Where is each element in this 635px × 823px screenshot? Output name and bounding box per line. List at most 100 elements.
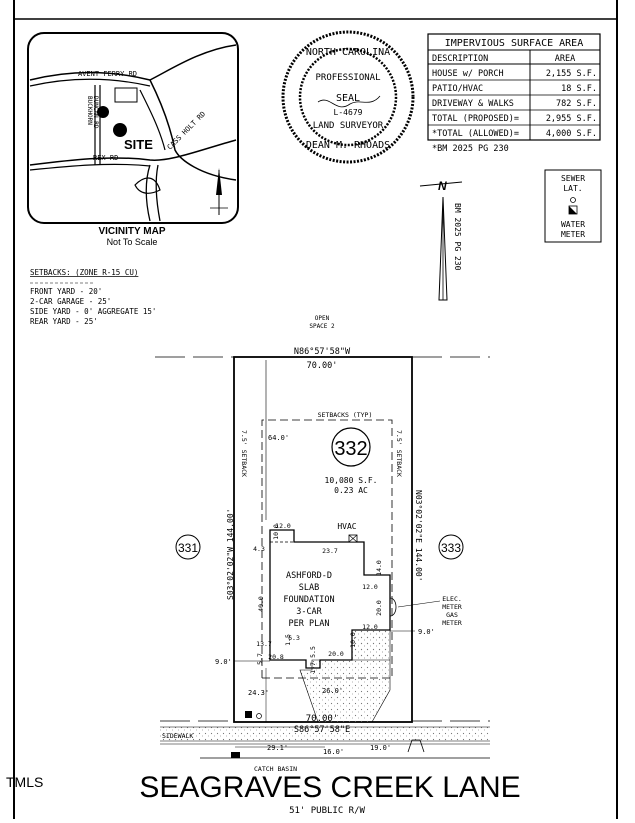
house-dimension: 20.0 — [328, 650, 344, 658]
setback-typ-label: SETBACKS (TYP) — [318, 411, 373, 419]
left-offset-dim: 9.0' — [215, 658, 232, 666]
north-bm-label: BM 2025 PG 230 — [453, 203, 462, 271]
watermark-logo: TMLS — [6, 774, 43, 790]
left-lot-circle — [175, 534, 201, 560]
seal-number: L-4679 — [334, 108, 363, 117]
road-label-duncan: DUNCAN RD — [92, 96, 99, 129]
impervious-row-area: 4,000 S.F. — [546, 129, 597, 139]
vicinity-map: AVENT FERRY RD BUCKHORN DUNCAN RD REX RD… — [27, 32, 239, 247]
lot-acreage: 0.23 AC — [334, 486, 368, 495]
right-side-setback: 7.5' SETBACK — [395, 430, 403, 477]
impervious-row-area: 782 S.F. — [556, 99, 597, 109]
rear-distance: 70.00' — [307, 361, 338, 371]
house-dimension: 6.3 — [288, 634, 300, 642]
plot-plan: OPEN SPACE 2 — [155, 315, 490, 773]
seal-mid-text: PROFESSIONAL — [315, 73, 380, 83]
impervious-row-desc: PATIO/HVAC — [432, 84, 483, 94]
impervious-row-area: 18 S.F. — [561, 84, 597, 94]
rear-yard-dim: 64.0' — [268, 434, 289, 442]
setback-line: REAR YARD - 25' — [30, 317, 98, 326]
utility-legend: SEWER LAT. WATER METER — [544, 169, 602, 243]
lot-area: 10,080 S.F. — [325, 476, 378, 485]
house-dimension: 12.0 — [275, 522, 291, 530]
sewer-icon — [570, 197, 576, 203]
front-distance: 70.00' — [306, 714, 339, 724]
right-lot-number: 333 — [441, 541, 461, 555]
seal-lower-text: LAND SURVEYOR — [313, 121, 384, 131]
hvac-label: HVAC — [337, 522, 356, 531]
impervious-row-desc: TOTAL (PROPOSED)= — [432, 114, 519, 124]
impervious-header-desc: DESCRIPTION — [432, 54, 488, 64]
north-label: N — [438, 179, 447, 193]
seal-center-text: SEAL — [336, 93, 360, 104]
right-of-way: 51' PUBLIC R/W — [289, 806, 365, 816]
street-name: SEAGRAVES CREEK LANE — [139, 771, 520, 804]
house-dimension: 20.0 — [375, 600, 383, 616]
impervious-note: *BM 2025 PG 230 — [432, 144, 509, 154]
house-dimension: 1.7 — [309, 662, 317, 674]
surveyor-seal: NORTH CAROLINA PROFESSIONAL SEAL L-4679 … — [281, 30, 415, 164]
legend-sewer-label: SEWER — [561, 174, 585, 183]
house-dimension: 5.5 — [309, 646, 317, 658]
legend-water-label: WATER — [561, 220, 585, 229]
impervious-row-area: 2,155 S.F. — [546, 69, 597, 79]
impervious-row-area: 2,955 S.F. — [546, 114, 597, 124]
gas-label: GAS — [446, 611, 458, 619]
left-lot-number: 331 — [178, 541, 198, 555]
seal-bottom-text: DEAN M. RHOADS — [306, 140, 390, 151]
sidewalk — [160, 727, 490, 741]
front-setback-dim: 24.3' — [248, 689, 269, 697]
catch-basin-label: CATCH BASIN — [254, 765, 297, 773]
sidewalk-label: SIDEWALK — [162, 732, 193, 740]
site-label: SITE — [124, 137, 153, 152]
lot-number-circle — [331, 427, 371, 467]
bottom-dim-2: 16.0' — [323, 748, 344, 756]
setbacks-note: SETBACKS: (ZONE R-15 CU) FRONT YARD - 20… — [30, 268, 156, 326]
house-label-line: PER PLAN — [289, 619, 330, 629]
impervious-row-desc: HOUSE w/ PORCH — [432, 69, 504, 79]
house-dimension: 12.0 — [362, 623, 378, 631]
rear-bearing: N86°57'58"W — [294, 347, 351, 357]
road-label-avent: AVENT FERRY RD — [78, 70, 137, 78]
bottom-dim-3: 19.0' — [370, 744, 391, 752]
house-dimension: 5.7 — [256, 653, 264, 665]
setback-line: 2-CAR GARAGE - 25' — [30, 297, 111, 306]
house-dimension: 40.0 — [257, 596, 265, 612]
vicinity-frame — [27, 32, 239, 224]
house-label-line: ASHFORD-D — [286, 571, 332, 581]
right-lot-bearing: N03°02'02"E 144.00' — [414, 490, 423, 582]
impervious-title: IMPERVIOUS SURFACE AREA — [445, 38, 583, 49]
impervious-header-area: AREA — [555, 54, 575, 64]
front-sewer-icon — [256, 713, 262, 719]
setback-line: SIDE YARD - 0' AGGREGATE 15' — [30, 307, 156, 316]
front-water-meter-icon — [245, 711, 252, 718]
seal-signature — [317, 95, 381, 108]
impervious-row-desc: *TOTAL (ALLOWED)= — [432, 129, 519, 139]
elec-label: ELEC. — [442, 595, 462, 603]
front-bearing: S86°57'58"E — [294, 725, 350, 735]
catch-basin-icon — [231, 752, 240, 758]
impervious-table: IMPERVIOUS SURFACE AREA DESCRIPTION AREA… — [427, 33, 601, 154]
impervious-rows: HOUSE w/ PORCH 2,155 S.F. PATIO/HVAC 18 S.F… — [432, 69, 597, 139]
impervious-row-desc: DRIVEWAY & WALKS — [432, 99, 514, 109]
road-label-buckhorn: BUCKHORN — [86, 96, 93, 125]
legend-sewer-label-2: LAT. — [563, 184, 582, 193]
right-offset-dim: 9.0' — [418, 628, 435, 636]
setbacks-title: SETBACKS: (ZONE R-15 CU) — [30, 268, 138, 277]
road-label-rex: REX RD — [93, 154, 118, 162]
seal-top-text: NORTH CAROLINA — [306, 47, 390, 58]
setback-line: FRONT YARD - 20' — [30, 287, 102, 296]
legend-water-label-2: METER — [561, 230, 585, 239]
bottom-dim-1: 29.1' — [267, 744, 288, 752]
house-label-line: 3-CAR — [296, 607, 322, 617]
open-space-label: OPEN — [315, 315, 330, 322]
left-lot-bearing: S03°02'02"W 144.00' — [226, 508, 235, 600]
house-dimension: 10.0 — [349, 632, 357, 648]
north-arrow-icon: N BM 2025 PG 230 — [419, 179, 463, 301]
site-marker — [97, 106, 109, 118]
lot-number: 332 — [334, 438, 367, 460]
